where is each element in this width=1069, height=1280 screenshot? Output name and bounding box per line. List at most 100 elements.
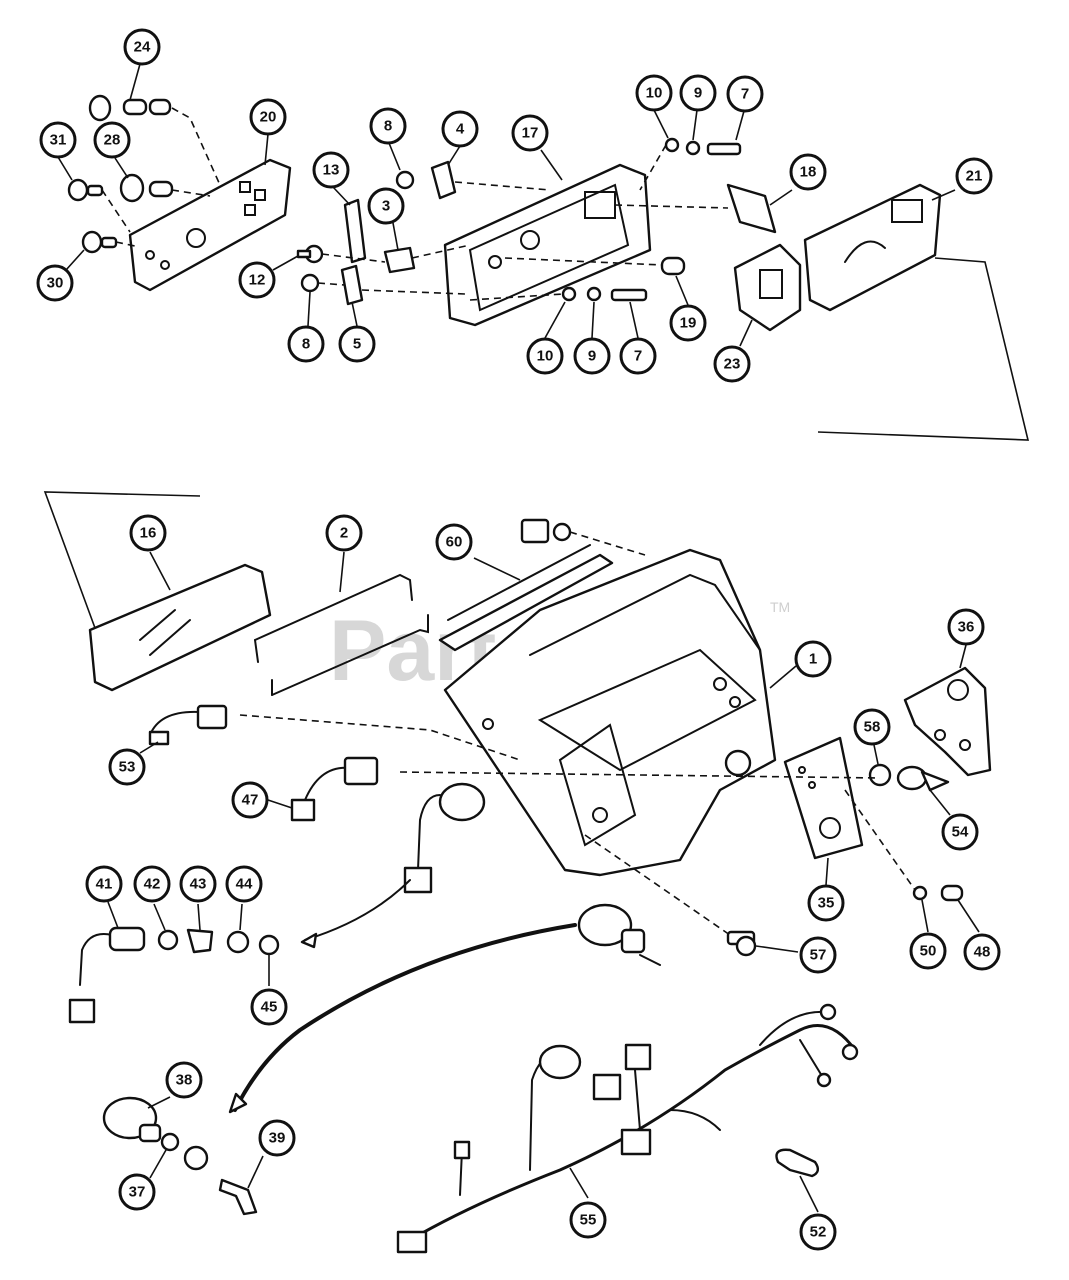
callout-28: 28	[93, 121, 131, 159]
part-47-switch-lead	[290, 756, 881, 822]
callout-10-upper: 10	[635, 74, 673, 112]
svg-text:39: 39	[269, 1130, 286, 1147]
svg-text:7: 7	[634, 348, 642, 365]
part-50-washer	[912, 885, 928, 901]
part-31-bulb	[67, 178, 104, 202]
leader-7-upper	[735, 110, 745, 141]
callout-8-upper: 8	[369, 107, 407, 145]
svg-text:1: 1	[809, 651, 817, 668]
svg-text:10: 10	[537, 348, 554, 365]
part-ignition-switch	[577, 903, 661, 966]
part-54-key	[896, 765, 950, 792]
leader-58	[873, 744, 879, 765]
assembly-line-24	[171, 107, 221, 186]
callout-36: 36	[947, 608, 985, 646]
leader-31	[57, 156, 73, 181]
part-28-bulb-socket	[119, 173, 174, 203]
callout-1: 1	[794, 640, 832, 678]
leader-57	[755, 945, 799, 953]
part-23-switch	[733, 243, 802, 332]
callout-10-lower: 10	[526, 337, 564, 375]
callout-8-lower: 8	[287, 325, 325, 363]
svg-text:60: 60	[446, 534, 463, 551]
assembly-line-19	[504, 257, 663, 266]
callout-48: 48	[963, 933, 1001, 971]
svg-text:52: 52	[810, 1224, 827, 1241]
svg-text:58: 58	[864, 719, 881, 736]
assembly-line-18	[614, 204, 729, 209]
leader-52	[799, 1175, 819, 1213]
svg-text:18: 18	[800, 164, 817, 181]
svg-text:4: 4	[456, 121, 465, 138]
assembly-line-10-upper	[639, 144, 667, 191]
callout-12: 12	[238, 261, 276, 299]
svg-text:43: 43	[190, 876, 207, 893]
callout-44: 44	[225, 865, 263, 903]
part-20-plate	[128, 158, 292, 292]
callout-23: 23	[713, 345, 751, 383]
part-8-nut-lower	[300, 273, 320, 293]
leader-12	[272, 255, 299, 271]
part-9-washer-upper	[685, 140, 701, 156]
svg-text:42: 42	[144, 876, 161, 893]
leader-13	[332, 186, 351, 206]
callout-7-lower: 7	[619, 337, 657, 375]
part-42-ring	[157, 929, 179, 951]
part-48-bulb	[940, 884, 964, 902]
callout-60: 60	[435, 523, 473, 561]
part-43-clip	[186, 928, 214, 954]
part-60-trim	[438, 544, 614, 652]
svg-text:8: 8	[384, 118, 392, 135]
leader-8-upper	[388, 142, 401, 171]
svg-text:23: 23	[724, 356, 741, 373]
part-30-bulb	[81, 230, 118, 254]
svg-text:44: 44	[236, 876, 253, 893]
svg-text:50: 50	[920, 943, 937, 960]
part-45-lens-cap	[258, 934, 280, 956]
svg-text:12: 12	[249, 272, 266, 289]
svg-text:8: 8	[302, 336, 310, 353]
part-55-harness	[396, 1003, 859, 1254]
callout-39: 39	[258, 1119, 296, 1157]
leader-44	[239, 903, 243, 931]
svg-text:36: 36	[958, 619, 975, 636]
callout-2: 2	[325, 514, 363, 552]
svg-text:48: 48	[974, 944, 991, 961]
leader-23	[739, 319, 753, 347]
leader-24	[129, 63, 141, 101]
harness-wire-curve	[233, 923, 577, 1112]
part-37-ring	[160, 1132, 180, 1152]
leader-1	[769, 665, 797, 689]
leader-8-lower	[307, 291, 311, 327]
leader-30	[65, 249, 85, 271]
part-58-washer	[868, 763, 892, 787]
leader-54	[929, 789, 951, 816]
callout-37: 37	[118, 1173, 156, 1211]
callout-17: 17	[511, 114, 549, 152]
callout-38: 38	[165, 1061, 203, 1099]
part-57-screw	[584, 834, 757, 957]
callout-55: 55	[569, 1201, 607, 1239]
leader-20	[264, 133, 269, 166]
callout-43: 43	[179, 865, 217, 903]
leader-16	[149, 551, 171, 591]
svg-text:9: 9	[588, 348, 596, 365]
callout-57: 57	[799, 936, 837, 974]
svg-text:54: 54	[952, 824, 969, 841]
svg-text:24: 24	[134, 39, 151, 56]
part-2-seal	[254, 573, 429, 696]
svg-text:10: 10	[646, 85, 663, 102]
arrow-head-38	[228, 1092, 248, 1114]
assembly-line-50	[844, 789, 916, 891]
svg-text:13: 13	[323, 162, 340, 179]
leader-19	[675, 275, 689, 306]
leader-28	[114, 157, 129, 179]
svg-text:5: 5	[353, 336, 361, 353]
assembly-line-12	[321, 253, 386, 263]
part-4-clip	[430, 160, 457, 200]
svg-text:9: 9	[694, 85, 702, 102]
arrow-head-socket	[300, 932, 318, 949]
svg-text:17: 17	[522, 125, 539, 142]
part-39-bracket	[218, 1178, 258, 1216]
